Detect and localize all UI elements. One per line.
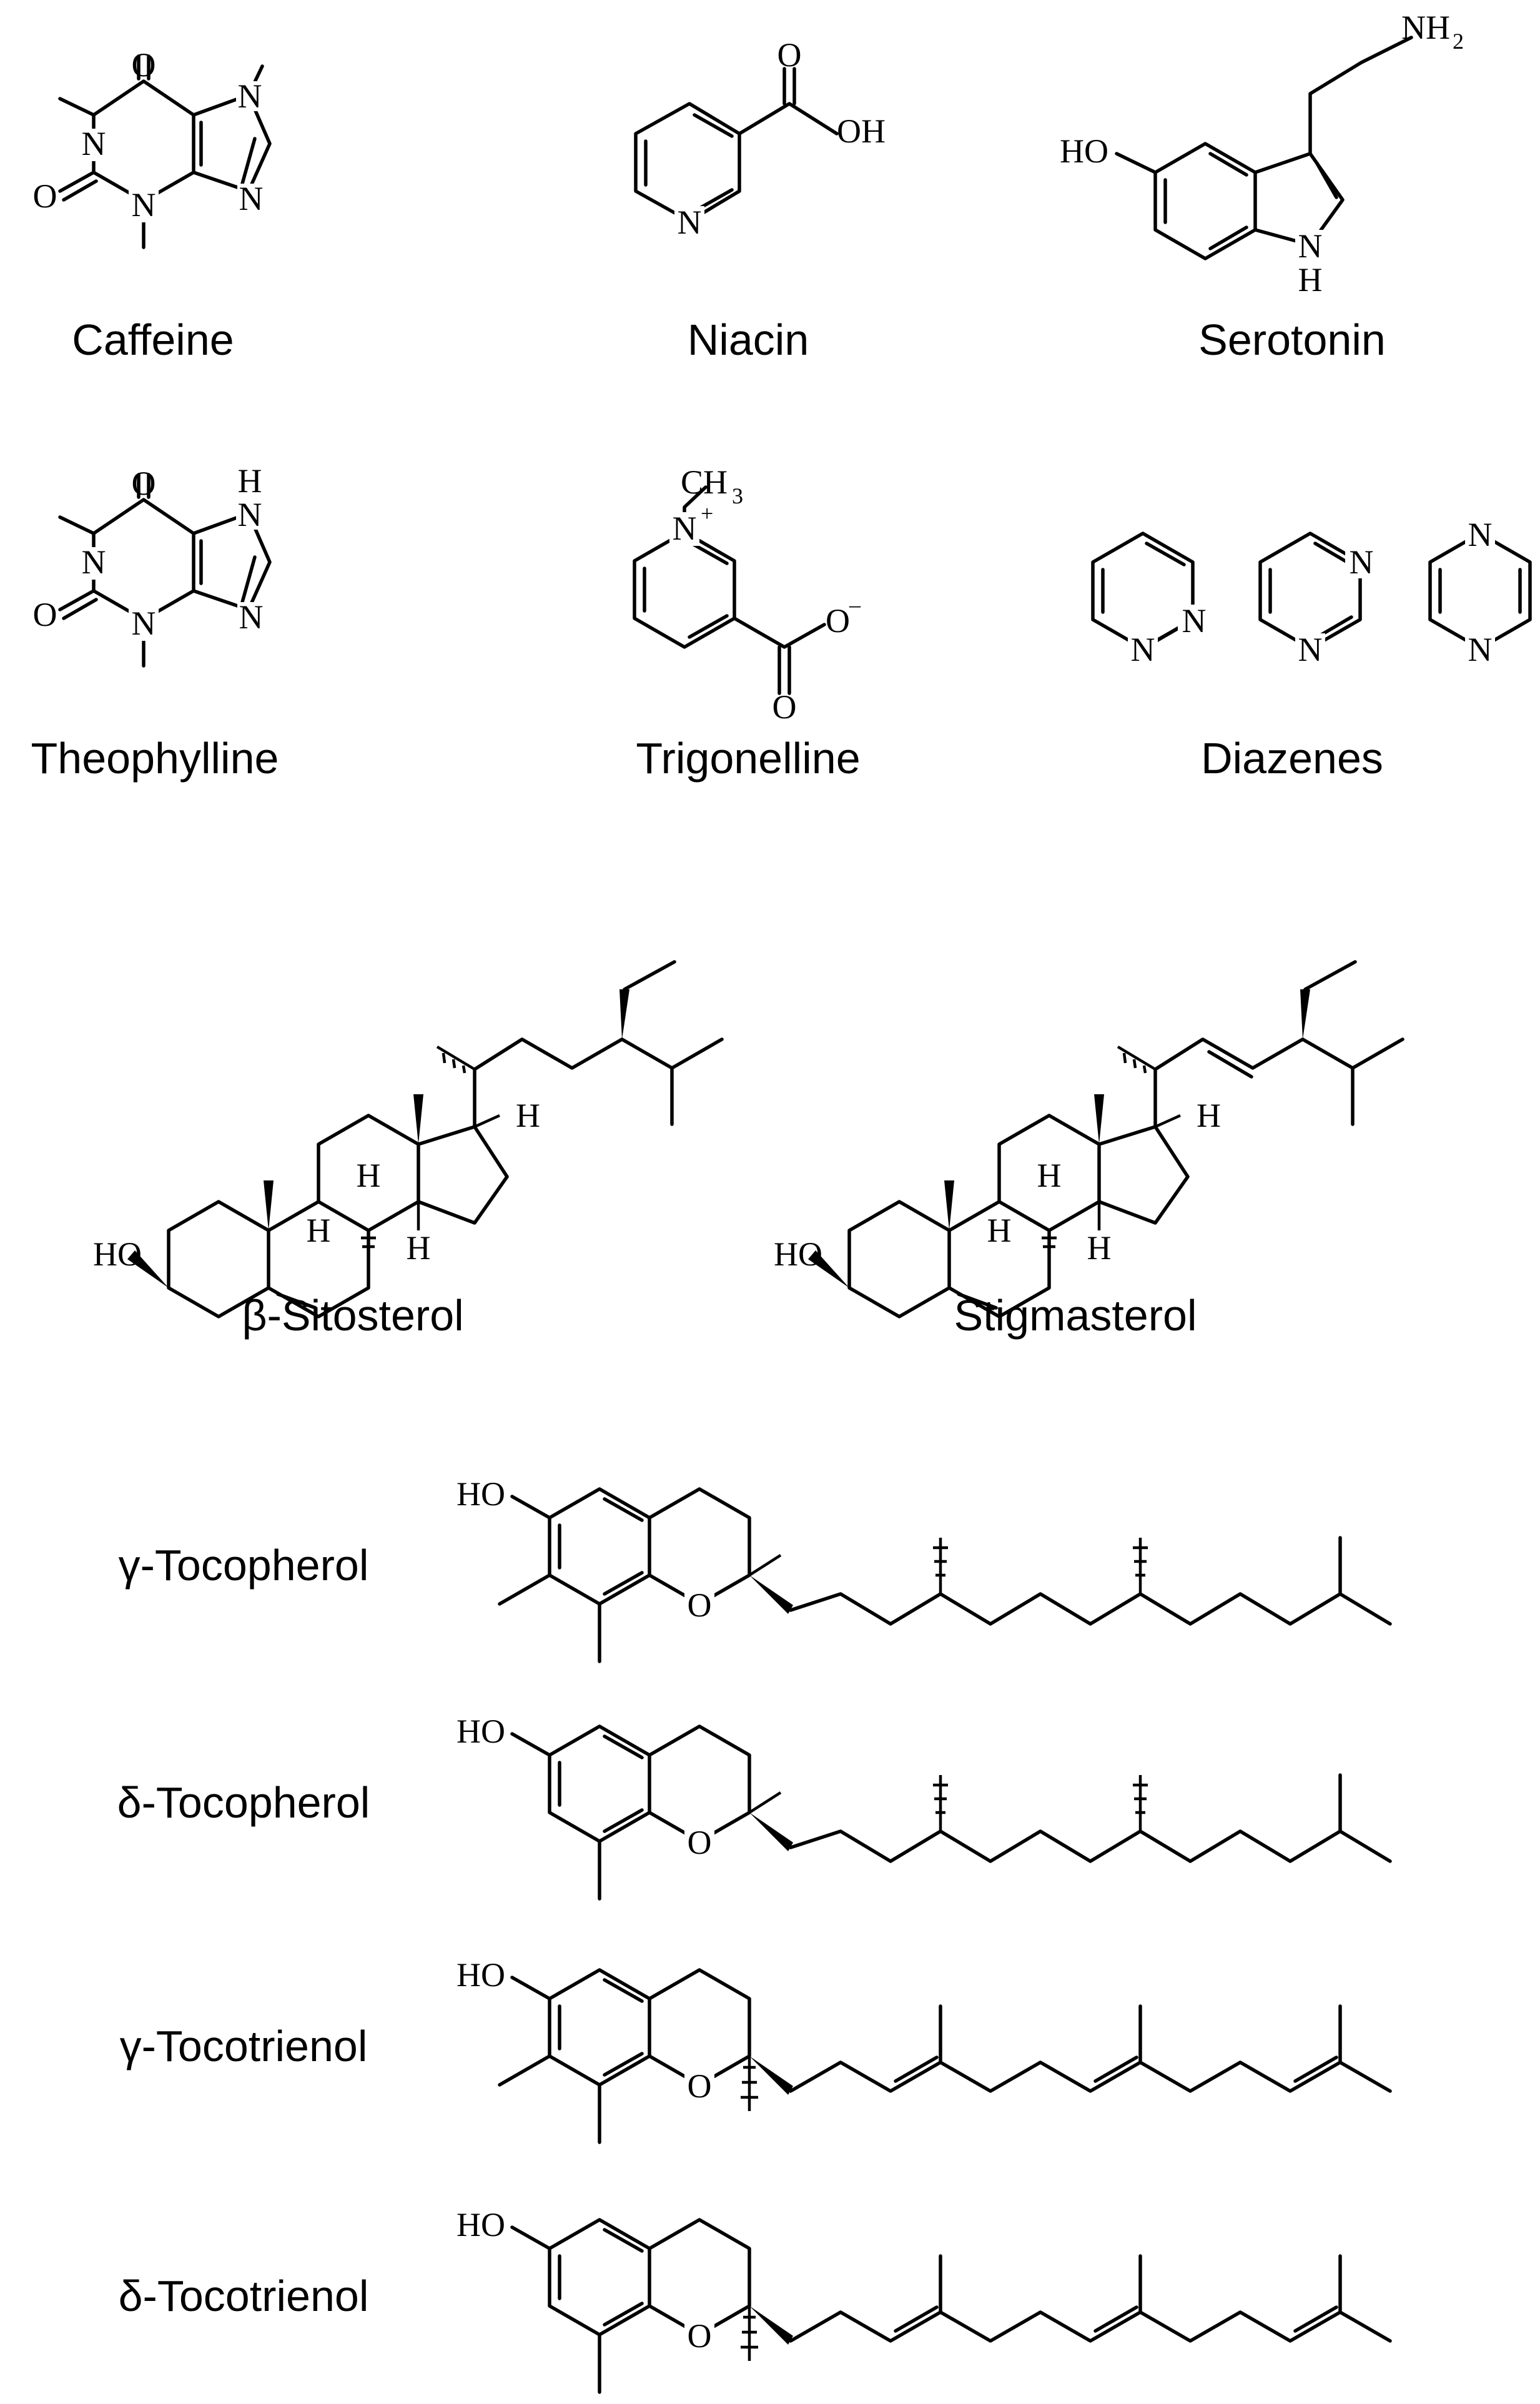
compound-name: γ-Tocotrienol <box>120 2022 368 2070</box>
g-tocotrienol-structure: O HO <box>457 1956 1392 2144</box>
compound-name: δ-Tocopherol <box>117 1778 370 1827</box>
atom-label: H <box>1087 1229 1112 1267</box>
atom-label: O <box>132 46 156 84</box>
atom-label: N <box>239 598 264 636</box>
compound-name: Theophylline <box>31 734 279 783</box>
atom-label: H <box>516 1097 540 1134</box>
atom-label: O <box>777 36 802 74</box>
atom-label: N <box>238 496 262 533</box>
atom-label: + <box>701 501 713 526</box>
atom-label: HO <box>457 1713 505 1750</box>
d-tocotrienol-structure: O HO <box>457 2206 1392 2394</box>
atom-label: N <box>1298 631 1323 668</box>
atom-label: N <box>1182 602 1207 640</box>
serotonin-structure: HO N H NH 2 <box>1060 9 1464 299</box>
atom-label: CH <box>681 463 728 501</box>
atom-label: O <box>33 596 57 633</box>
atom-label: N <box>239 180 264 217</box>
atom-label: H <box>987 1212 1012 1249</box>
atom-label: N <box>132 186 156 224</box>
atom-label: O <box>772 688 797 726</box>
atom-label: N <box>1468 516 1493 553</box>
atom-label: O <box>33 177 57 215</box>
theophylline-structure: O O N N N H N <box>33 462 272 668</box>
atom-label: O <box>688 1824 712 1861</box>
atom-label: – <box>849 592 861 617</box>
compound-name: β-Sitosterol <box>242 1291 463 1340</box>
atom-label: OH <box>837 112 886 150</box>
caffeine-structure: O O N N N N <box>33 46 272 249</box>
atom-label: N <box>132 605 156 642</box>
atom-label: N <box>238 77 262 115</box>
compound-name: Trigonelline <box>636 734 860 783</box>
diazenes-structure: N N N N N N <box>1091 516 1532 668</box>
trigonelline-structure: N + CH 3 O – O <box>633 463 861 726</box>
atom-label: N <box>673 510 697 547</box>
atom-label: HO <box>1060 132 1108 170</box>
atom-label: HO <box>774 1235 822 1273</box>
compound-name: δ-Tocotrienol <box>119 2272 369 2320</box>
atom-label: O <box>132 465 156 502</box>
compound-name: γ-Tocopherol <box>119 1541 369 1590</box>
atom-label: HO <box>457 1475 505 1513</box>
atom-label: H <box>307 1212 331 1249</box>
atom-label: 2 <box>1453 29 1464 54</box>
atom-label: H <box>1298 261 1323 299</box>
atom-label: O <box>688 2067 712 2105</box>
compound-name: Diazenes <box>1201 734 1383 783</box>
atom-label: NH <box>1401 9 1450 46</box>
stigmasterol-structure: H H H H HO <box>774 960 1404 1318</box>
atom-label: H <box>1037 1157 1062 1194</box>
atom-label: N <box>678 204 702 241</box>
atom-label: HO <box>457 2206 505 2243</box>
d-tocopherol-structure: O HO <box>457 1713 1392 1901</box>
atom-label: HO <box>457 1956 505 1994</box>
atom-label: O <box>688 1586 712 1624</box>
niacin-structure: N O OH <box>634 36 886 241</box>
compound-name: Stigmasterol <box>954 1291 1197 1340</box>
atom-label: HO <box>93 1235 142 1273</box>
atom-label: N <box>1350 543 1374 581</box>
atom-label: O <box>688 2317 712 2355</box>
atom-label: H <box>407 1229 431 1267</box>
atom-label: N <box>82 543 106 581</box>
compound-name: Caffeine <box>72 315 234 364</box>
atom-label: N <box>1131 631 1155 668</box>
compound-name: Niacin <box>688 315 809 364</box>
g-tocopherol-structure: O HO <box>457 1475 1392 1663</box>
atom-label: H <box>238 462 262 500</box>
atom-label: O <box>826 602 850 640</box>
atom-label: H <box>1197 1097 1221 1134</box>
atom-label: N <box>82 125 106 162</box>
atom-label: H <box>357 1157 381 1194</box>
compound-name: Serotonin <box>1198 315 1386 364</box>
b-sitosterol-structure: H H H H HO <box>93 960 724 1318</box>
atom-label: 3 <box>732 483 743 508</box>
atom-label: N <box>1298 227 1323 265</box>
atom-label: N <box>1468 631 1493 668</box>
